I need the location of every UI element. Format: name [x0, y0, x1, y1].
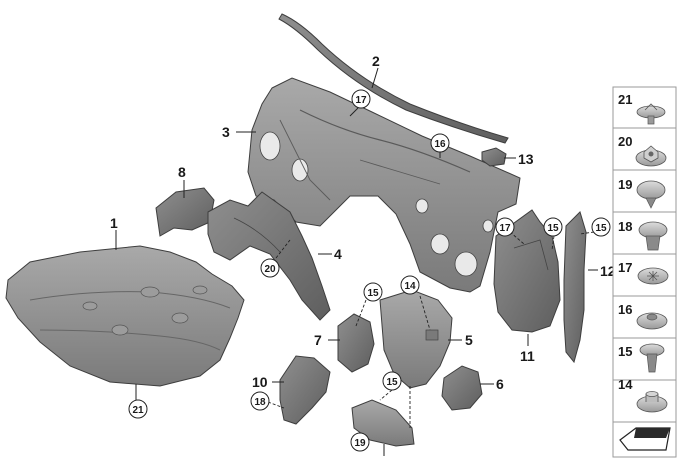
circled-ref-15-right-b: 15 — [591, 217, 611, 237]
part-wheelarch-insulation-4 — [207, 191, 331, 321]
part-clip-13 — [481, 147, 507, 167]
svg-text:17: 17 — [618, 260, 632, 275]
dome-clip-icon — [636, 180, 666, 209]
callout-3: 3 — [222, 124, 230, 140]
part-insulation-bottom — [351, 399, 415, 447]
leader-lines — [115, 67, 598, 456]
svg-text:17: 17 — [499, 223, 511, 234]
part-side-panel-11 — [493, 209, 561, 333]
circled-ref-14: 14 — [400, 275, 420, 295]
circled-ref-16: 16 — [430, 133, 450, 153]
sheet-panel-icon — [619, 427, 671, 451]
circled-ref-17-top: 17 — [351, 89, 371, 109]
legend-item-14: 14 — [613, 377, 676, 423]
svg-text:16: 16 — [618, 302, 632, 317]
circled-ref-15-bottom: 15 — [382, 371, 402, 391]
part-strip-12 — [563, 211, 587, 364]
collar-nut-icon — [636, 391, 668, 413]
callout-8: 8 — [178, 164, 186, 180]
callout-2: 2 — [372, 53, 380, 69]
callout-6: 6 — [496, 376, 504, 392]
svg-text:15: 15 — [547, 223, 559, 234]
legend-item-17: 17 — [613, 260, 676, 297]
svg-text:14: 14 — [404, 281, 416, 292]
legend-item-18: 18 — [613, 219, 676, 255]
fastener-legend: 21 20 19 — [612, 86, 677, 458]
expanding-clip-icon — [638, 221, 668, 251]
circled-ref-15-center: 15 — [363, 282, 383, 302]
svg-text:19: 19 — [354, 438, 366, 449]
flange-nut-icon — [636, 312, 668, 330]
callout-5: 5 — [465, 332, 473, 348]
circled-ref-18: 18 — [250, 391, 270, 411]
legend-item-16: 16 — [613, 302, 676, 339]
callout-1: 1 — [110, 215, 118, 231]
circled-ref-20: 20 — [260, 258, 280, 278]
part-insulation-10 — [279, 355, 331, 425]
callout-7: 7 — [314, 332, 322, 348]
part-bulkhead-insulation — [247, 77, 521, 293]
callout-4: 4 — [334, 246, 342, 262]
callout-13: 13 — [518, 151, 534, 167]
circled-ref-17-right: 17 — [495, 217, 515, 237]
part-insulation-5 — [379, 289, 453, 389]
expanding-rivet-icon — [639, 343, 665, 373]
circled-ref-19: 19 — [350, 432, 370, 452]
push-clip-icon — [636, 103, 666, 125]
svg-text:16: 16 — [434, 139, 446, 150]
svg-text:19: 19 — [618, 177, 632, 192]
part-insulation-8 — [155, 187, 215, 237]
svg-text:21: 21 — [618, 92, 632, 107]
part-seal-strip — [278, 13, 509, 144]
star-clip-icon — [637, 267, 669, 285]
part-floor-insulation — [5, 245, 245, 387]
svg-text:20: 20 — [618, 134, 632, 149]
legend-item-20: 20 — [613, 134, 676, 171]
svg-text:15: 15 — [386, 377, 398, 388]
svg-text:14: 14 — [618, 377, 633, 392]
svg-text:20: 20 — [264, 264, 276, 275]
svg-text:15: 15 — [595, 223, 607, 234]
callout-10: 10 — [252, 374, 268, 390]
circled-ref-21: 21 — [128, 399, 148, 419]
svg-text:18: 18 — [254, 397, 266, 408]
svg-text:18: 18 — [618, 219, 632, 234]
legend-item-15: 15 — [613, 343, 676, 381]
callout-11: 11 — [520, 348, 535, 364]
svg-text:17: 17 — [355, 95, 367, 106]
part-insulation-7 — [337, 313, 375, 373]
legend-item-21: 21 — [613, 92, 676, 129]
svg-text:21: 21 — [132, 405, 144, 416]
hex-nut-icon — [635, 145, 667, 167]
circled-ref-15-right-a: 15 — [543, 217, 563, 237]
legend-item-19: 19 — [613, 177, 676, 213]
part-insulation-6 — [441, 365, 483, 411]
svg-text:15: 15 — [618, 344, 632, 359]
svg-text:15: 15 — [367, 288, 379, 299]
callout-12: 12 — [600, 263, 616, 279]
